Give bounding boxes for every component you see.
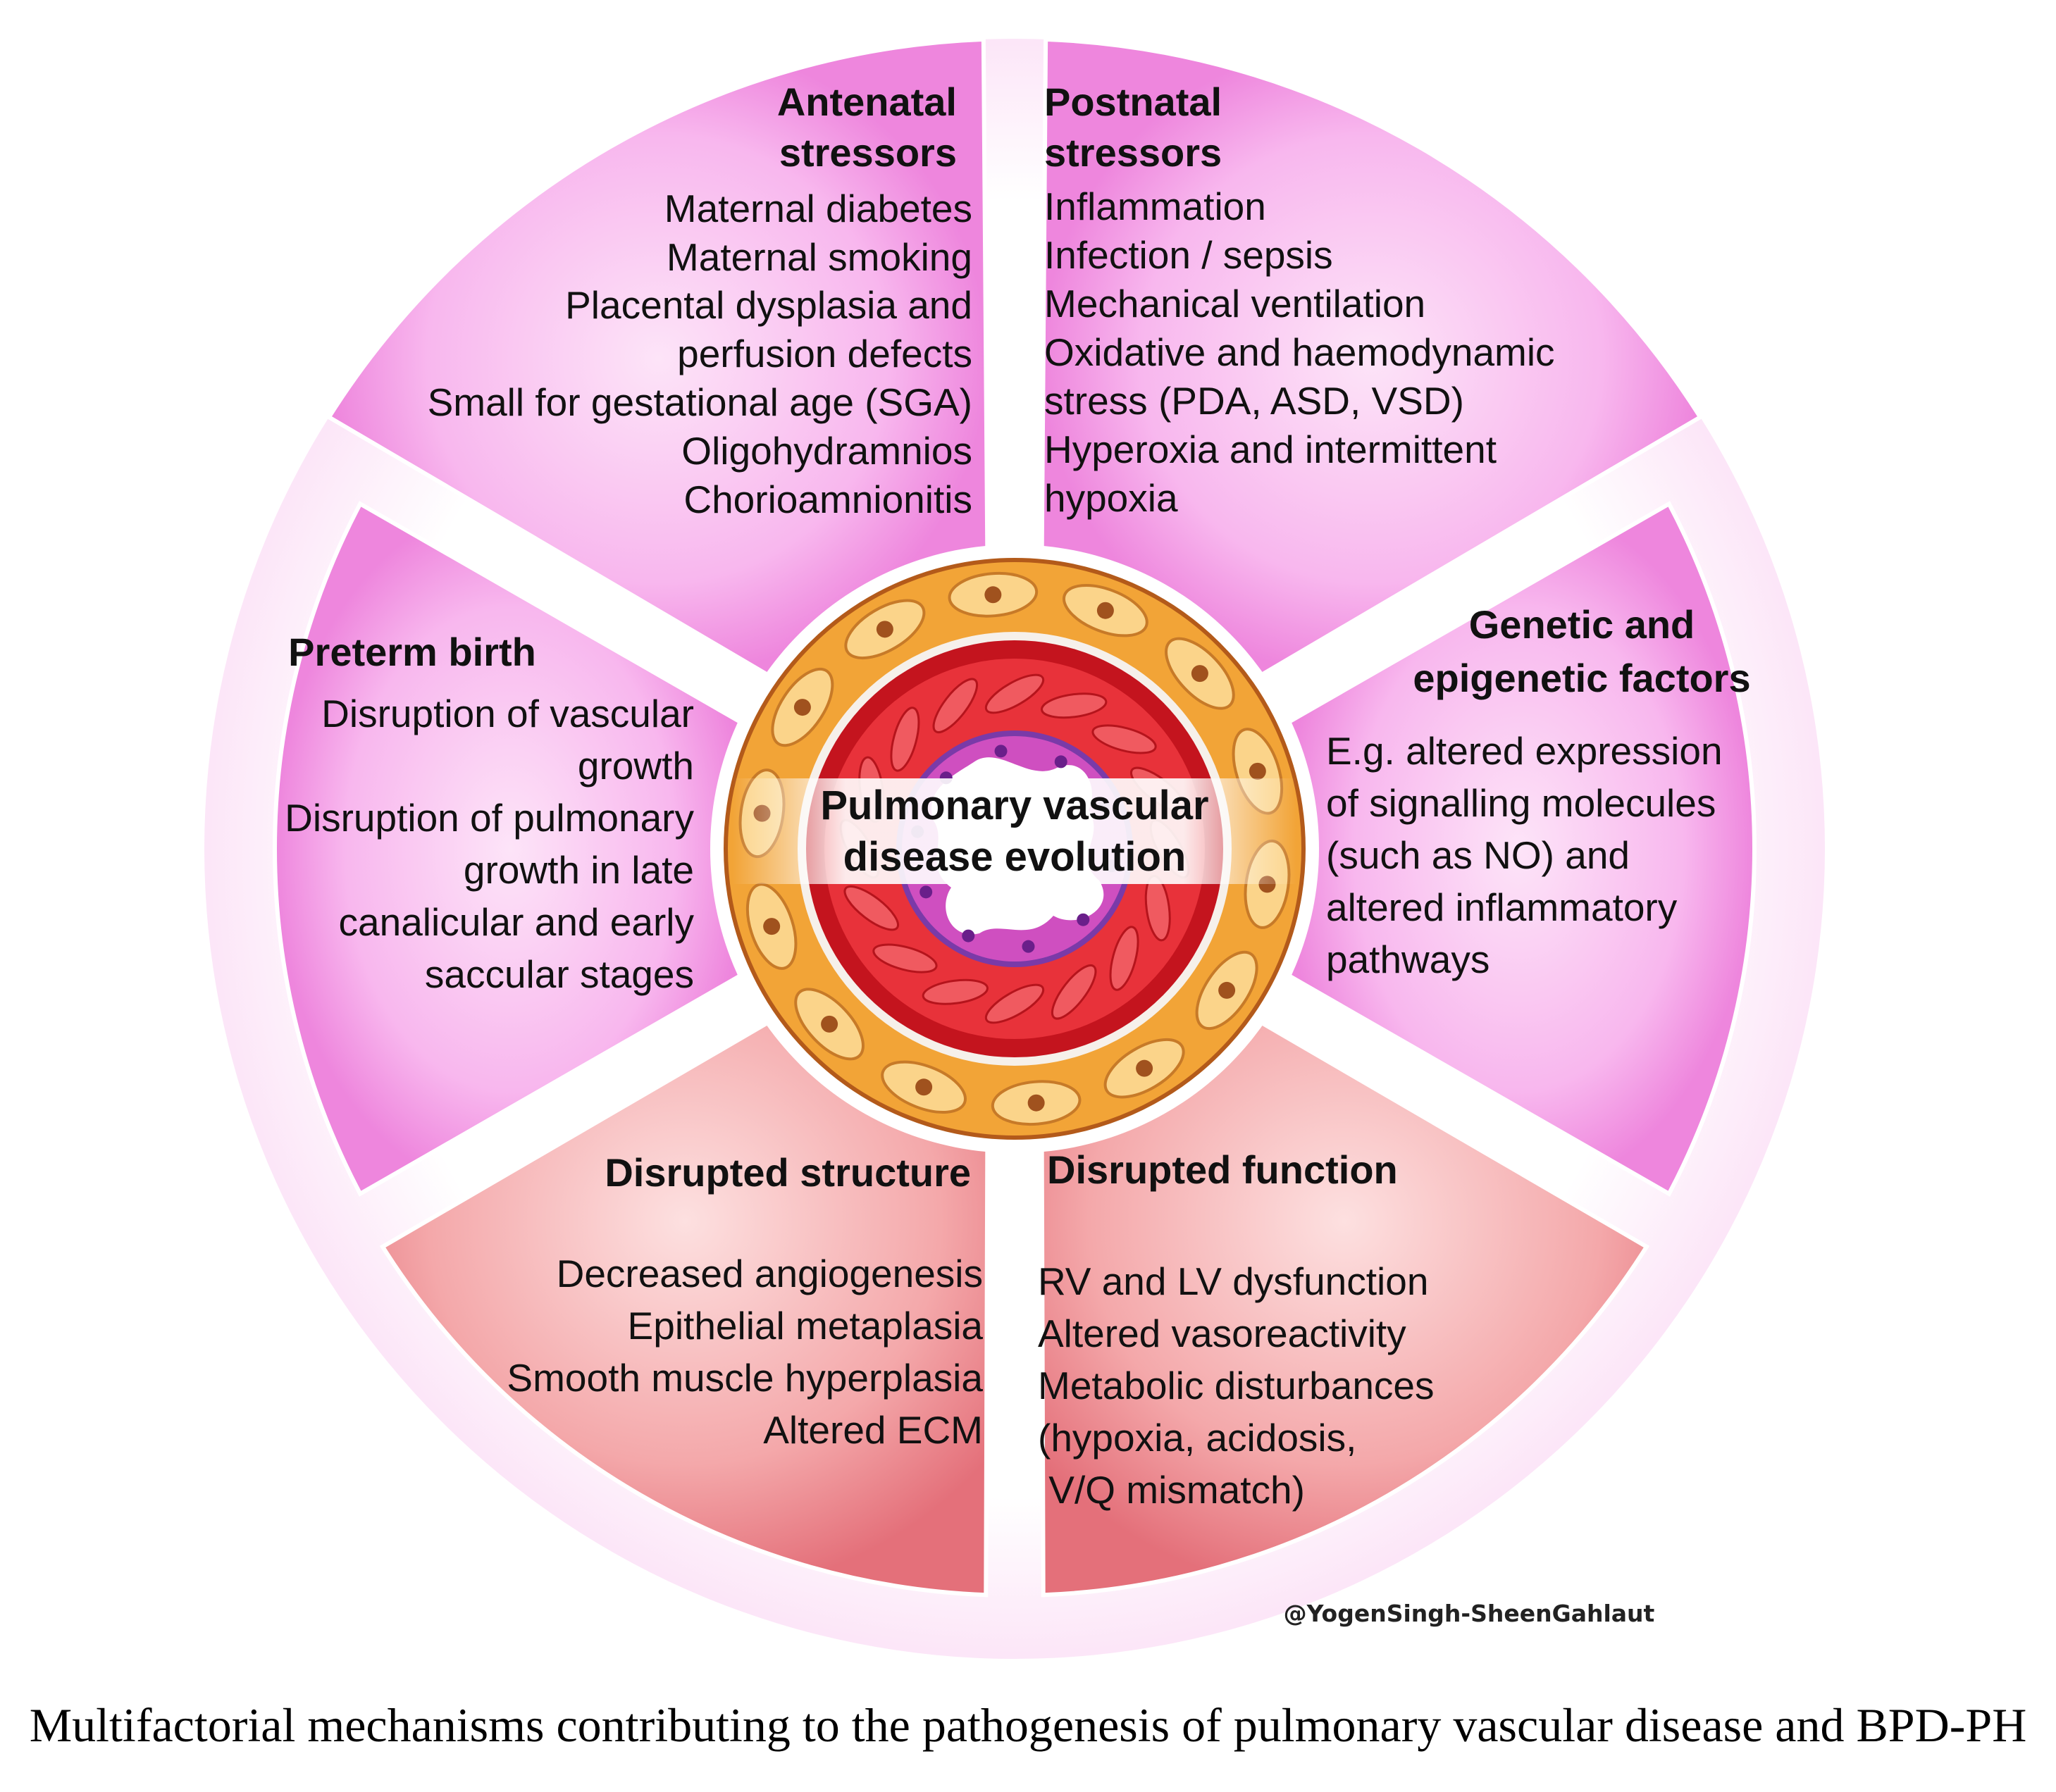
adventitia-nucleus bbox=[876, 621, 893, 638]
center-label-line-1: Pulmonary vascular bbox=[820, 783, 1208, 828]
smooth-muscle-cell bbox=[843, 885, 900, 931]
structure-item: Altered ECM bbox=[763, 1408, 983, 1452]
adventitia-nucleus bbox=[1191, 665, 1208, 683]
function-item: Metabolic disturbances bbox=[1038, 1364, 1435, 1407]
smooth-muscle-cell bbox=[984, 673, 1045, 714]
figure-caption: Multifactorial mechanisms contributing t… bbox=[29, 1698, 2027, 1752]
smooth-muscle-cell bbox=[922, 978, 989, 1005]
smooth-muscle-cell bbox=[984, 983, 1045, 1024]
postnatal-item: Oxidative and haemodynamic bbox=[1044, 330, 1555, 374]
preterm-item: saccular stages bbox=[425, 952, 694, 996]
preterm-item: Disruption of pulmonary bbox=[285, 796, 694, 840]
function-item: RV and LV dysfunction bbox=[1038, 1259, 1428, 1303]
antenatal-item: Small for gestational age (SGA) bbox=[428, 380, 972, 424]
endothelial-nucleus bbox=[1054, 755, 1067, 769]
vessel-cross-section: Pulmonary vascular disease evolution bbox=[710, 545, 1319, 1153]
endothelial-nucleus bbox=[1077, 913, 1090, 926]
antenatal-item: Chorioamnionitis bbox=[683, 478, 972, 521]
antenatal-segment-text: Antenatal stressors Maternal diabetes Ma… bbox=[428, 80, 972, 521]
postnatal-heading-line-2: stressors bbox=[1044, 130, 1222, 175]
structure-item: Epithelial metaplasia bbox=[628, 1304, 984, 1348]
genetic-item: altered inflammatory bbox=[1326, 885, 1678, 929]
segments bbox=[272, 37, 1757, 1598]
genetic-heading-line-2: epigenetic factors bbox=[1413, 656, 1750, 700]
adventitia-nucleus bbox=[793, 699, 811, 716]
adventitia-cells bbox=[738, 571, 1291, 1126]
preterm-item: growth in late bbox=[464, 848, 694, 892]
preterm-heading: Preterm birth bbox=[288, 630, 536, 674]
genetic-heading-line-1: Genetic and bbox=[1469, 602, 1695, 647]
image-credit: @YogenSingh-SheenGahlaut bbox=[1284, 1600, 1655, 1627]
structure-segment-text: Disrupted structure Decreased angiogenes… bbox=[507, 1150, 983, 1452]
function-segment-text: Disrupted function RV and LV dysfunction… bbox=[1038, 1147, 1435, 1512]
postnatal-item: stress (PDA, ASD, VSD) bbox=[1044, 379, 1464, 423]
adventitia-nucleus bbox=[763, 918, 781, 935]
postnatal-item: hypoxia bbox=[1044, 476, 1178, 520]
adventitia-nucleus bbox=[984, 586, 1002, 604]
antenatal-heading-line-2: stressors bbox=[779, 130, 957, 175]
center-label-line-2: disease evolution bbox=[843, 834, 1187, 880]
postnatal-segment-text: Postnatal stressors Inflammation Infecti… bbox=[1044, 80, 1555, 520]
antenatal-heading-line-1: Antenatal bbox=[777, 80, 957, 124]
smooth-muscle-cell bbox=[1041, 692, 1108, 719]
preterm-item: growth bbox=[578, 744, 694, 788]
smooth-muscle-cell bbox=[1109, 926, 1139, 991]
function-item: (hypoxia, acidosis, bbox=[1038, 1416, 1356, 1460]
endothelial-nucleus bbox=[994, 745, 1008, 758]
preterm-segment-text: Preterm birth Disruption of vascular gro… bbox=[285, 630, 694, 996]
preterm-item: Disruption of vascular bbox=[321, 692, 694, 735]
genetic-segment-text: Genetic and epigenetic factors E.g. alte… bbox=[1326, 602, 1751, 981]
endothelial-nucleus bbox=[919, 885, 933, 899]
adventitia-nucleus bbox=[1218, 981, 1236, 999]
genetic-item: E.g. altered expression bbox=[1326, 729, 1723, 773]
structure-heading: Disrupted structure bbox=[605, 1150, 971, 1195]
postnatal-heading-line-1: Postnatal bbox=[1044, 80, 1222, 124]
genetic-item: pathways bbox=[1326, 938, 1490, 981]
structure-item: Decreased angiogenesis bbox=[557, 1252, 983, 1295]
smooth-muscle-cell bbox=[872, 943, 938, 973]
adventitia-nucleus bbox=[1136, 1059, 1153, 1077]
adventitia-nucleus bbox=[1027, 1094, 1045, 1112]
structure-item: Smooth muscle hyperplasia bbox=[507, 1356, 983, 1400]
smooth-muscle-cell bbox=[1051, 964, 1097, 1020]
antenatal-item: Maternal diabetes bbox=[664, 187, 972, 230]
function-item: Altered vasoreactivity bbox=[1038, 1312, 1406, 1355]
smooth-muscle-cell bbox=[1091, 724, 1157, 754]
adventitia-nucleus bbox=[1249, 762, 1266, 780]
endothelial-nucleus bbox=[1022, 940, 1035, 953]
smooth-muscle-cell bbox=[890, 707, 920, 772]
smooth-muscle-cell bbox=[932, 678, 979, 734]
antenatal-item: Oligohydramnios bbox=[681, 429, 972, 473]
genetic-item: (such as NO) and bbox=[1326, 833, 1630, 877]
center-label-band bbox=[733, 778, 1296, 884]
endothelial-nucleus bbox=[962, 929, 975, 942]
adventitia-nucleus bbox=[821, 1015, 838, 1033]
antenatal-item: Placental dysplasia and bbox=[565, 283, 972, 327]
preterm-item: canalicular and early bbox=[339, 900, 695, 944]
antenatal-item: perfusion defects bbox=[677, 332, 972, 375]
postnatal-item: Mechanical ventilation bbox=[1044, 282, 1425, 325]
adventitia-nucleus bbox=[1096, 602, 1114, 619]
postnatal-item: Inflammation bbox=[1044, 185, 1266, 228]
antenatal-item: Maternal smoking bbox=[667, 235, 972, 279]
function-item: V/Q mismatch) bbox=[1038, 1468, 1305, 1512]
adventitia-nucleus bbox=[915, 1078, 933, 1096]
postnatal-item: Hyperoxia and intermittent bbox=[1044, 428, 1497, 471]
genetic-item: of signalling molecules bbox=[1326, 781, 1716, 825]
postnatal-item: Infection / sepsis bbox=[1044, 233, 1333, 277]
function-heading: Disrupted function bbox=[1047, 1147, 1398, 1192]
